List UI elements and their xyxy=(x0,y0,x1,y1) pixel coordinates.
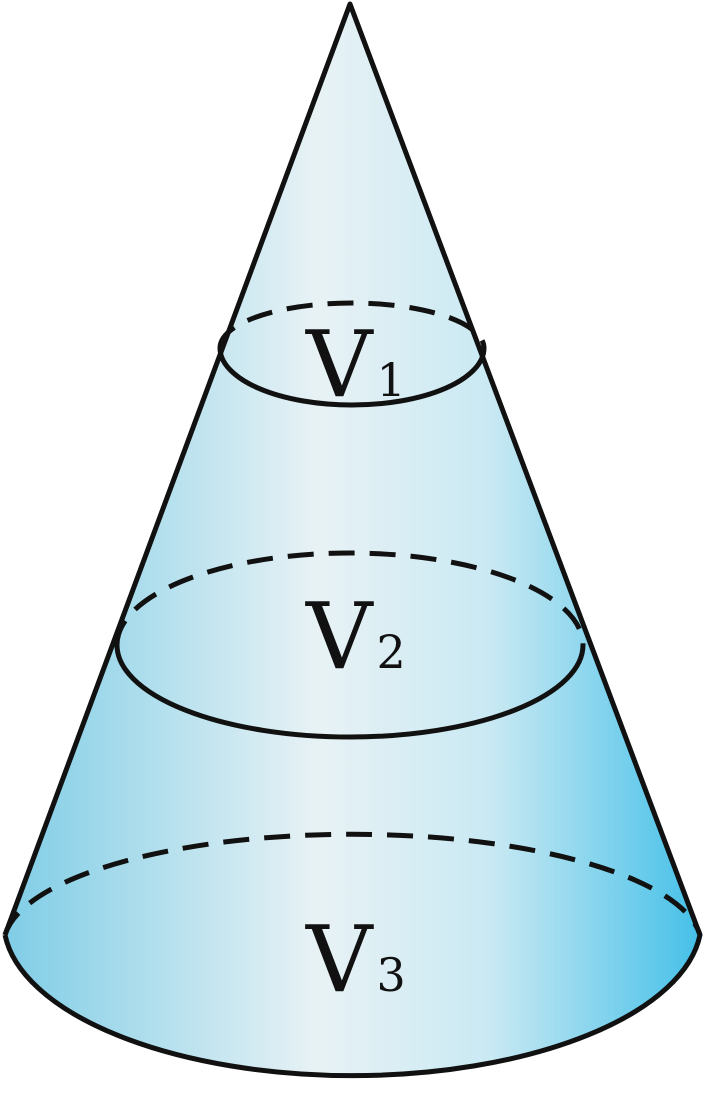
section-2-back-edge xyxy=(114,550,586,646)
cone-outline xyxy=(2,1,703,1079)
label-v3: V3 xyxy=(305,906,406,1013)
label-v1: V1 xyxy=(305,311,406,418)
section-2-front-edge xyxy=(114,644,586,740)
base-back-edge xyxy=(2,831,703,936)
cone-body xyxy=(5,4,700,1076)
section-1-front-edge xyxy=(217,347,487,408)
label-v2: V2 xyxy=(305,583,406,690)
